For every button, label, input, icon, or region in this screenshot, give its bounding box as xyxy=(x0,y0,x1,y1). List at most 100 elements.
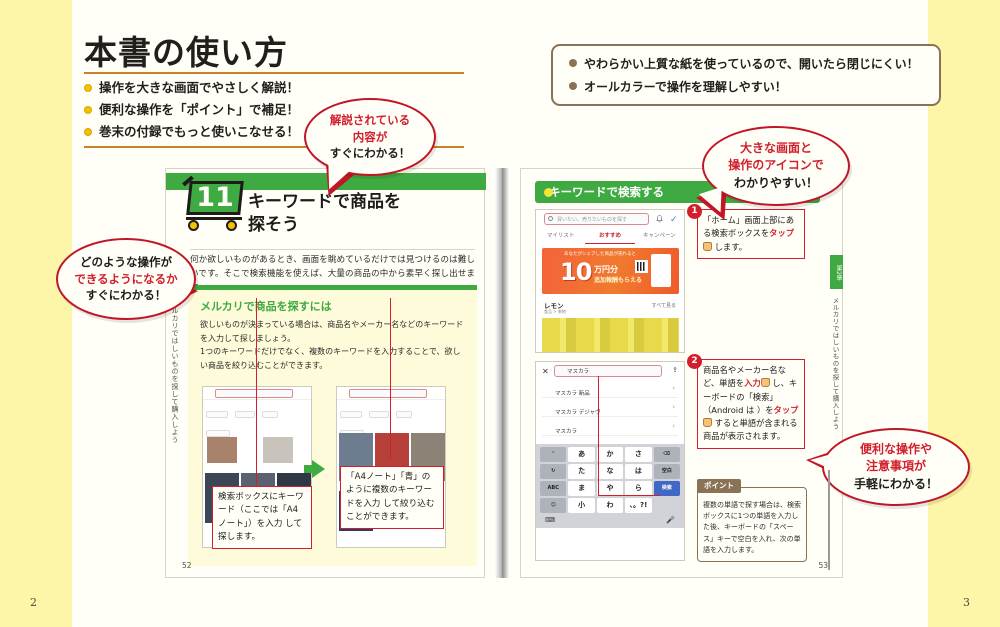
annotation-line xyxy=(390,298,392,458)
book-folio-left: 52 xyxy=(182,561,192,570)
bullet-dot-icon xyxy=(84,127,92,136)
key-small[interactable]: 小 xyxy=(568,498,595,513)
key-undo[interactable]: ↻ xyxy=(540,464,567,479)
callout-a-text: 検索ボックスにキーワード（ここでは「A4ノート」）を入力 して探します。 xyxy=(218,492,304,542)
step-2-text2: し、キーボードの「検索」（Android は ）を xyxy=(703,378,798,415)
filter-chip xyxy=(206,430,230,437)
balloon-explained-l3: すぐにわかる！ xyxy=(329,146,411,161)
close-icon[interactable]: ✕ xyxy=(542,367,549,376)
balloon-explained-l1: 解説されている xyxy=(329,112,411,127)
keyboard-switch-icon[interactable]: ⌨ xyxy=(545,516,556,524)
key-ma[interactable]: ま xyxy=(568,481,595,496)
key-ya[interactable]: や xyxy=(596,481,624,496)
tab-campaign[interactable]: キャンペーン xyxy=(642,233,676,239)
book-folio-right: 53 xyxy=(818,561,828,570)
list-item: オールカラーで操作を理解しやすい！ xyxy=(569,78,939,95)
howto-card: メルカリで商品を探すには 欲しいものが決まっている場合は、商品名やメーカー名など… xyxy=(188,290,477,566)
balloon-handy-ops: 便利な操作や 注意事項が 手軽にわかる！ xyxy=(822,428,970,506)
key-ka[interactable]: か xyxy=(596,447,624,462)
card-body-1: 欲しいものが決まっている場合は、商品名やメーカー名などのキーワードを入力して探し… xyxy=(200,320,464,343)
key-wa[interactable]: わ xyxy=(596,498,624,513)
list-item: 操作を大きな画面でやさしく解説！ xyxy=(84,80,454,97)
filter-chip-row xyxy=(206,403,310,437)
see-all-link[interactable]: すべて見る xyxy=(651,303,676,309)
point-body: 複数の単語で探す場合は、検索ボックスに1つの単語を入力した後、キーボードの「スペ… xyxy=(703,501,801,554)
key-abc[interactable]: ABC xyxy=(540,481,567,496)
page-edge-right xyxy=(928,0,1000,627)
bullet-dot-icon xyxy=(84,84,92,92)
key-a[interactable]: あ xyxy=(568,447,595,462)
card-heading: メルカリで商品を探すには xyxy=(200,300,332,313)
annotation-line xyxy=(598,376,600,496)
key-emoji[interactable]: ☺ xyxy=(540,498,567,513)
tab-recommend[interactable]: おすすめ xyxy=(585,230,635,244)
key-search[interactable]: 検索 xyxy=(653,481,681,496)
suggestion-row[interactable]: マスカラ デジャヴ› xyxy=(542,399,678,417)
book-spine xyxy=(495,168,509,578)
key-punct[interactable]: 、。?! xyxy=(625,498,652,513)
folio-right: 3 xyxy=(963,596,970,609)
filter-chip-row xyxy=(340,403,444,437)
cart-axle xyxy=(186,217,242,220)
balloon-handy-l1: 便利な操作や xyxy=(859,441,932,456)
filter-chip xyxy=(369,411,390,418)
filter-chip xyxy=(262,411,279,418)
list-item: やわらかい上質な紙を使っているので、開いたら閉じにくい！ xyxy=(569,55,939,72)
suggestion-row[interactable]: マスカラ 新品› xyxy=(542,380,678,398)
annotation-line xyxy=(256,298,258,488)
search-box-mock xyxy=(349,389,427,398)
page-side-text-right: メルカリではしいものを探して購入しよう xyxy=(831,297,839,430)
filter-chip xyxy=(206,411,228,418)
feature-bullet-0: 操作を大きな画面でやさしく解説！ xyxy=(99,80,300,95)
keyboard-row: ⌃ あ か さ ⌫ xyxy=(539,447,681,462)
key-ra[interactable]: ら xyxy=(625,481,652,496)
suggestion-label: マスカラ xyxy=(555,429,578,435)
balloon-bigscreen-l3: わかりやすい！ xyxy=(733,175,818,190)
balloon-bigscreen-l1: 大きな画面と xyxy=(739,140,812,155)
key-na[interactable]: な xyxy=(596,464,624,479)
chapter-tab: 第2章 xyxy=(830,255,843,289)
keyboard-row: ☺ 小 わ 、。?! xyxy=(539,498,681,513)
key-ta[interactable]: た xyxy=(568,464,595,479)
search-input-active[interactable]: マスカラ xyxy=(554,365,662,377)
software-keyboard[interactable]: ⌃ あ か さ ⌫ ↻ た な は 空白 ABC ま や ら xyxy=(536,444,684,528)
search-query-value: マスカラ xyxy=(567,369,590,375)
section-heading-line1: キーワードで商品を xyxy=(248,192,401,212)
banner-sub: 追加報酬もらえる xyxy=(594,277,642,284)
section-number: 11 xyxy=(196,182,234,213)
promo-banner[interactable]: あなたがシェアした商品が売れると 10 万円分 追加報酬もらえる xyxy=(542,248,679,294)
key-sa[interactable]: さ xyxy=(625,447,652,462)
key-shift[interactable]: ⌃ xyxy=(540,447,567,462)
balloon-explained-l2a: 内容が xyxy=(352,129,388,144)
banner-card-image xyxy=(651,254,671,287)
product-thumbnail-row xyxy=(542,318,679,352)
share-icon[interactable]: ⇪ xyxy=(672,366,678,374)
suggestion-row[interactable]: マスカラ› xyxy=(542,418,678,436)
key-backspace[interactable]: ⌫ xyxy=(653,447,681,462)
search-input[interactable]: 買いたい、売りたいものを探す xyxy=(544,213,649,225)
card-green-band xyxy=(188,285,477,290)
app-top-bar xyxy=(337,387,445,400)
check-icon[interactable]: ✓ xyxy=(670,215,678,225)
step-2-text3: すると単語が含まれる商品が表示されます。 xyxy=(703,418,798,442)
key-ha[interactable]: は xyxy=(625,464,652,479)
tab-mylist[interactable]: マイリスト xyxy=(546,233,575,239)
balloon-handy-l3: 手軽にわかる！ xyxy=(853,476,938,491)
divider-bottom xyxy=(84,146,464,148)
app-tab-bar: マイリスト おすすめ キャンペーン xyxy=(536,230,684,244)
step-number-1: 1 xyxy=(687,204,702,219)
feature-bullet-1: 便利な操作を「ポイント」で補足！ xyxy=(99,101,300,117)
banner-unit: 万円分 xyxy=(594,265,618,274)
card-body: 欲しいものが決まっている場合は、商品名やメーカー名などのキーワードを入力して探し… xyxy=(200,318,466,372)
point-badge: ポイント xyxy=(697,479,741,493)
phone-screenshot-search: ✕ マスカラ ⇪ マスカラ 新品› マスカラ デジャヴ› マスカラ› ⌃ あ か… xyxy=(535,361,685,561)
microphone-icon[interactable]: 🎤 xyxy=(666,516,675,524)
balloon-tail-fill xyxy=(171,285,191,300)
bell-icon[interactable] xyxy=(656,215,663,223)
callout-multi-keyword: 「A4ノート」「青」のように複数のキーワードを入力 して絞り込むことができます。 xyxy=(340,466,444,530)
balloon-explained: 解説されている 内容が すぐにわかる！ xyxy=(304,98,436,176)
app-top-bar xyxy=(203,387,311,400)
page-edge-left xyxy=(0,0,72,627)
key-space[interactable]: 空白 xyxy=(653,464,681,479)
step-1-accent: タップ xyxy=(769,228,795,239)
